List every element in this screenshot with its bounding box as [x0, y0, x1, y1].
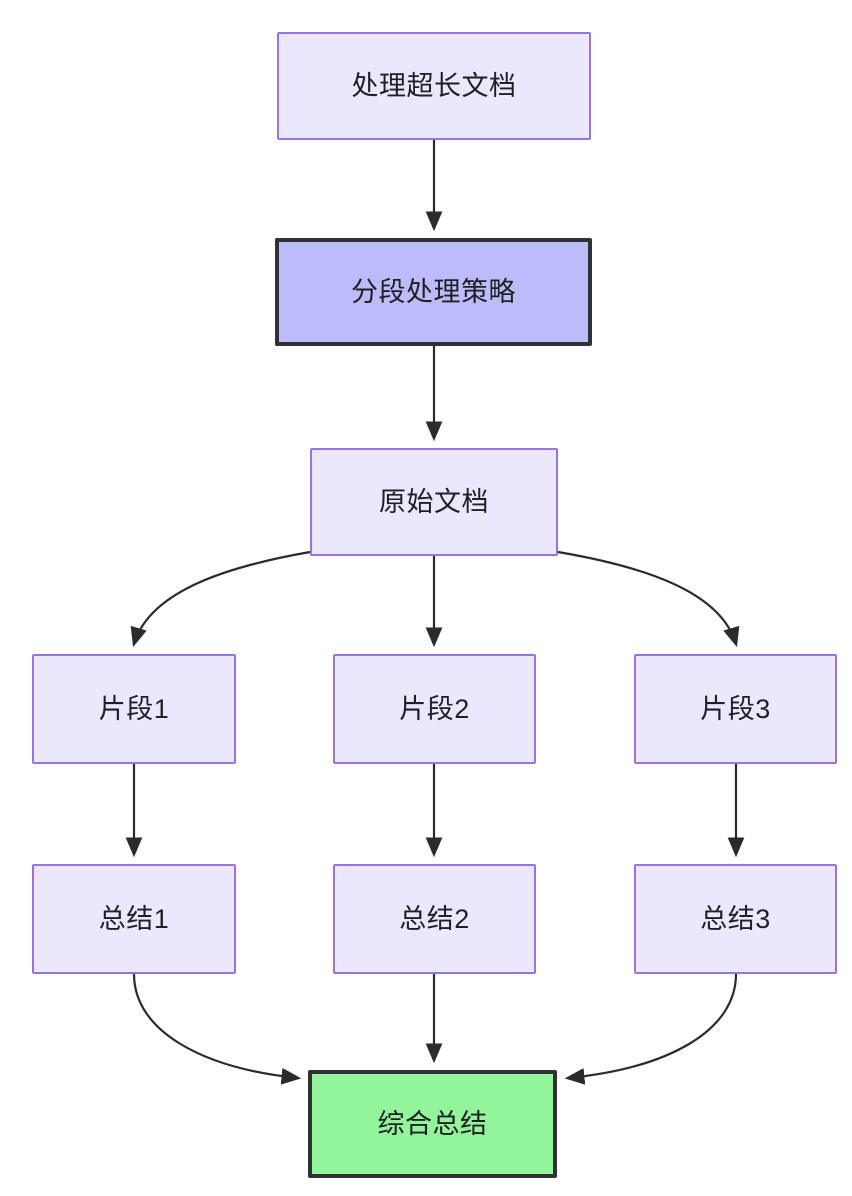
edge-source-to-chunk1	[130, 550, 311, 648]
edge-summary3-to-final	[564, 973, 738, 1085]
node-label: 总结3	[700, 903, 771, 934]
node-combined-summary[interactable]: 综合总结	[308, 1070, 557, 1178]
node-chunk-2[interactable]: 片段2	[333, 654, 536, 764]
node-label: 原始文档	[379, 486, 489, 517]
node-process-long-document[interactable]: 处理超长文档	[277, 32, 591, 140]
node-summary-2[interactable]: 总结2	[333, 864, 536, 974]
node-label: 片段3	[700, 693, 771, 724]
node-original-document[interactable]: 原始文档	[310, 448, 558, 556]
node-chunk-3[interactable]: 片段3	[634, 654, 837, 764]
node-label: 处理超长文档	[351, 70, 517, 101]
node-label: 片段2	[399, 693, 470, 724]
node-summary-1[interactable]: 总结1	[32, 864, 236, 974]
node-summary-3[interactable]: 总结3	[634, 864, 837, 974]
edge-summary1-to-final	[132, 973, 302, 1085]
node-label: 总结2	[399, 903, 470, 934]
node-label: 片段1	[98, 693, 170, 724]
edge-source-to-chunk3	[557, 550, 740, 648]
node-label: 总结1	[98, 903, 170, 934]
node-label: 综合总结	[377, 1108, 488, 1139]
node-label: 分段处理策略	[351, 276, 516, 307]
node-chunking-strategy[interactable]: 分段处理策略	[275, 238, 592, 346]
node-chunk-1[interactable]: 片段1	[32, 654, 236, 764]
